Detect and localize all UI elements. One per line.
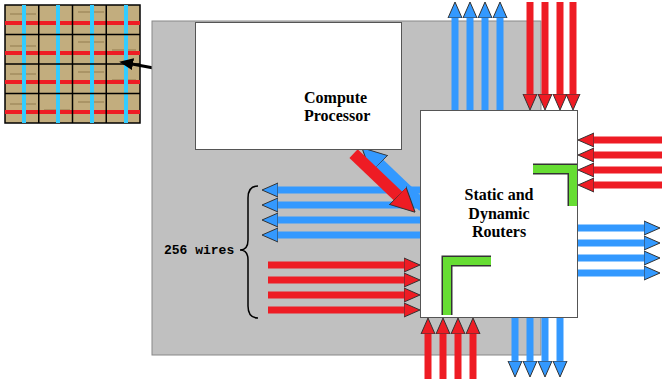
node-label: Compute Processor — [304, 89, 394, 126]
node-label: Static and Dynamic Routers — [443, 186, 555, 241]
processor-router-link — [354, 154, 424, 207]
router-box: Static and Dynamic Routers — [420, 110, 578, 318]
chip-photo — [5, 5, 140, 123]
brace — [240, 186, 258, 318]
processor-box: Compute Processor — [195, 22, 402, 150]
wire-count-label: 256 wires — [164, 243, 234, 258]
